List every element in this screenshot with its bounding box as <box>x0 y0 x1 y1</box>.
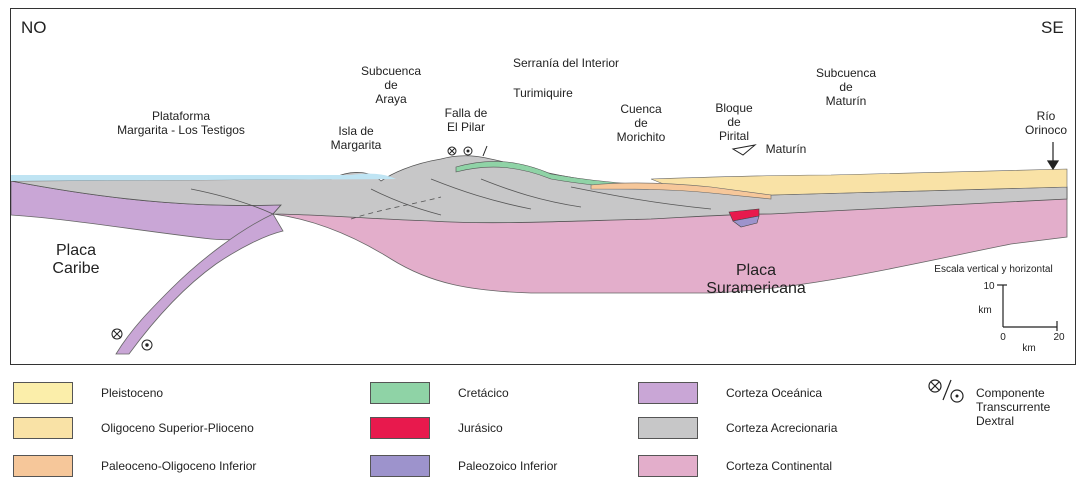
label-subcuenca-araya: Subcuenca de Araya <box>346 64 436 106</box>
legend-label: Corteza Continental <box>726 459 832 473</box>
maturin-marker-icon <box>733 145 755 155</box>
falla-pilar-symbol-icon <box>448 146 487 156</box>
legend-swatch <box>370 417 430 439</box>
legend: Pleistoceno Oligoceno Superior-Plioceno … <box>0 372 1077 485</box>
dextral-transcurrent-symbol-icon <box>925 376 967 406</box>
legend-label: Jurásico <box>458 421 503 435</box>
scale-title: Escala vertical y horizontal <box>911 264 1076 276</box>
legend-label: Paleozoico Inferior <box>458 459 557 473</box>
legend-label: Oligoceno Superior-Plioceno <box>101 421 254 435</box>
legend-item: Cretácico <box>370 382 509 404</box>
label-maturin: Maturín <box>756 142 816 156</box>
scale-h-start: 0 <box>995 332 1011 344</box>
legend-item: Pleistoceno <box>13 382 163 404</box>
legend-swatch <box>638 417 698 439</box>
legend-swatch <box>13 382 73 404</box>
legend-label: Paleoceno-Oligoceno Inferior <box>101 459 256 473</box>
cross-section-frame: NO SE Plataforma Margarita - Los Testigo… <box>10 8 1076 365</box>
scale-h-unit: km <box>1017 343 1041 355</box>
legend-item: Oligoceno Superior-Plioceno <box>13 417 254 439</box>
label-bloque-pirital: Bloque de Pirital <box>699 101 769 143</box>
arrow-icon <box>1048 142 1058 169</box>
scale-v-unit: km <box>973 305 997 317</box>
legend-swatch <box>13 455 73 477</box>
legend-swatch <box>638 382 698 404</box>
label-subcuenca-maturin: Subcuenca de Maturín <box>801 66 891 108</box>
scale-bar <box>997 285 1057 331</box>
legend-swatch <box>638 455 698 477</box>
scale-h-end: 20 <box>1049 332 1069 344</box>
label-isla-margarita: Isla de Margarita <box>316 124 396 152</box>
legend-item: Corteza Acrecionaria <box>638 417 837 439</box>
legend-swatch <box>13 417 73 439</box>
legend-item: Jurásico <box>370 417 503 439</box>
label-serrania: Serranía del Interior <box>491 56 641 70</box>
label-cuenca-morichito: Cuenca de Morichito <box>601 102 681 144</box>
label-plataforma: Plataforma Margarita - Los Testigos <box>86 109 276 137</box>
label-falla-pilar: Falla de El Pilar <box>431 106 501 134</box>
label-turimiquire: Turimiquire <box>498 86 588 100</box>
legend-label: Corteza Acrecionaria <box>726 421 837 435</box>
legend-label: Pleistoceno <box>101 386 163 400</box>
label-placa-suramericana: Placa Suramericana <box>681 262 831 298</box>
label-placa-caribe: Placa Caribe <box>31 242 121 278</box>
legend-label: Cretácico <box>458 386 509 400</box>
corner-no: NO <box>21 19 47 37</box>
legend-item: Corteza Oceánica <box>638 382 822 404</box>
legend-label: Corteza Oceánica <box>726 386 822 400</box>
scale-v-value: 10 <box>979 281 999 293</box>
legend-swatch <box>370 382 430 404</box>
corner-se: SE <box>1041 19 1064 37</box>
legend-symbol-label: Componente Transcurrente Dextral <box>976 386 1050 428</box>
label-rio-orinoco: Río Orinoco <box>1016 109 1076 137</box>
legend-item: Paleozoico Inferior <box>370 455 557 477</box>
legend-item: Paleoceno-Oligoceno Inferior <box>13 455 256 477</box>
legend-item: Corteza Continental <box>638 455 832 477</box>
legend-swatch <box>370 455 430 477</box>
